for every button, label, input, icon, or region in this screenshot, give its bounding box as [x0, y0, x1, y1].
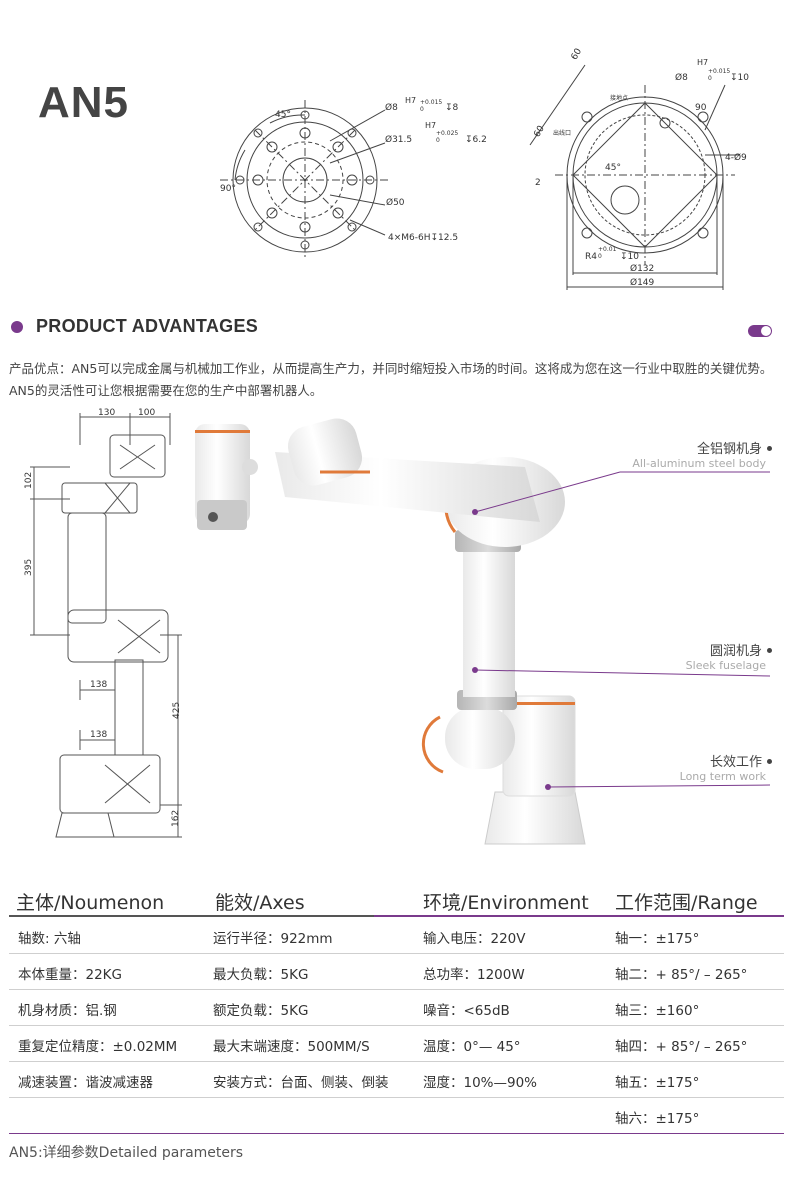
table-cell: 轴六：±175° [615, 1111, 700, 1127]
feature-2-leader [472, 667, 770, 677]
dim-138a-label: 138 [90, 680, 107, 690]
dim-425-label: 425 [172, 702, 182, 719]
dim-phi149-label: Ø149 [630, 277, 655, 288]
table-cell: 机身材质：铝.钢 [18, 1003, 117, 1019]
feature-3-zh: 长效工作 [709, 755, 762, 770]
table-cell: 湿度：10%—90% [423, 1075, 538, 1091]
header-range: 工作范围/Range [615, 892, 758, 914]
table-cell: 温度：0°— 45° [423, 1039, 521, 1055]
table-row-divider [9, 1061, 784, 1062]
table-cell: 安装方式：台面、侧装、倒装 [213, 1075, 389, 1091]
table-cell: 重复定位精度：±0.02MM [18, 1039, 178, 1055]
table-row-divider [9, 1097, 784, 1098]
dim-130-label: 130 [98, 408, 115, 418]
angle-45-label: 45° [275, 110, 291, 120]
toggle-switch[interactable] [748, 325, 772, 337]
table-cell: 轴三：±160° [615, 1003, 700, 1019]
tol-b-label: +0.025 [436, 130, 458, 137]
holes-label: 4-Ø9 [725, 152, 747, 163]
feature-2-zh: 圆润机身 [709, 644, 762, 659]
dim-90-label: 90 [695, 103, 707, 113]
section-bullet [11, 321, 23, 333]
tol-a0-label: 0 [420, 106, 424, 113]
feature-3-leader [545, 784, 770, 790]
dim-395-label: 395 [24, 559, 34, 576]
feature-3-dot [767, 759, 772, 764]
tol-r4-label: +0.01 [598, 246, 617, 253]
page-title: AN5 [38, 78, 130, 127]
tol-r40-label: 0 [598, 253, 602, 260]
r4-label: R4 [585, 252, 597, 262]
table-bottom-rule [9, 1133, 784, 1134]
table-cell: 额定负载：5KG [213, 1003, 309, 1019]
tol-a-label: +0.015 [420, 99, 442, 106]
dim-162-label: 162 [171, 810, 181, 827]
base-drawing: 60 H7 +0.015 0 Ø8 ↧10 接地点 90 45° 出线口 60 … [529, 47, 749, 290]
ground-label: 接地点 [610, 94, 628, 102]
table-cell: 运行半径：922mm [213, 931, 333, 947]
feature-1-leader [472, 471, 770, 515]
depth10b-label: ↧10 [620, 252, 639, 262]
h7-b-label: H7 [425, 121, 436, 130]
dim-phi132-label: Ø132 [630, 263, 654, 274]
feature-2-dot [767, 648, 772, 653]
h7-a-label: H7 [405, 96, 416, 105]
tol0-label: 0 [708, 75, 712, 82]
dim-45-label: 45° [605, 163, 621, 173]
table-cell: 减速装置：谐波减速器 [18, 1075, 153, 1091]
h7-label: H7 [697, 58, 708, 67]
depth10-label: ↧10 [730, 73, 749, 83]
angle-90-label: 90° [220, 184, 236, 194]
caption: AN5:详细参数Detailed parameters [9, 1145, 244, 1161]
feature-3-en: Long term work [679, 770, 766, 783]
dim-2-label: 2 [535, 178, 541, 188]
feature-1-zh: 全铝钢机身 [696, 442, 762, 457]
header-environment: 环境/Environment [423, 892, 589, 914]
tol-b0-label: 0 [436, 137, 440, 144]
tol-label: +0.015 [708, 68, 730, 75]
table-cell: 轴四：+ 85°/ – 265° [615, 1039, 748, 1055]
dim-102-label: 102 [24, 472, 34, 489]
dim-phi8-label: Ø8 [385, 102, 398, 113]
depth8-label: ↧8 [445, 103, 459, 113]
table-row-divider [9, 989, 784, 990]
table-cell: 噪音：<65dB [423, 1003, 510, 1019]
advantages-description: 产品优点：AN5可以完成金属与机械加工作业，从而提高生产力，并同时缩短投入市场的… [9, 361, 773, 398]
feature-1-dot [767, 446, 772, 451]
table-cell: 总功率：1200W [423, 967, 525, 983]
dim-100-label: 100 [138, 408, 155, 418]
depth6-label: ↧6.2 [465, 135, 487, 145]
outlet-label: 出线口 [553, 129, 571, 137]
table-cell: 本体重量：22KG [18, 967, 122, 983]
table-cell: 输入电压：220V [423, 931, 526, 947]
table-cell: 轴一：±175° [615, 931, 700, 947]
header-rule-dark [9, 915, 374, 917]
table-cell: 轴五：±175° [615, 1075, 700, 1091]
side-view-drawing: 130 100 102 395 138 425 138 162 [24, 408, 182, 838]
header-noumenon: 主体/Noumenon [16, 892, 165, 914]
advantages-heading: PRODUCT ADVANTAGES [36, 316, 259, 336]
table-cell: 最大末端速度：500MM/S [213, 1039, 370, 1055]
dim-60b-label: 60 [532, 124, 547, 139]
robot-arm-illustration [195, 418, 586, 845]
dim-phi50-label: Ø50 [386, 197, 405, 208]
dim-phi8-r-label: Ø8 [675, 72, 688, 83]
dim-60-label: 60 [570, 47, 585, 62]
dim-phi31-label: Ø31.5 [385, 134, 412, 145]
header-axes: 能效/Axes [215, 892, 305, 914]
feature-1-en: All-aluminum steel body [632, 457, 766, 470]
table-cell: 轴数: 六轴 [18, 931, 81, 947]
table-row-divider [9, 1025, 784, 1026]
dim-138b-label: 138 [90, 730, 107, 740]
flange-drawing: 45° 90° H7 +0.015 0 Ø8 ↧8 H7 +0.025 0 Ø3… [220, 96, 487, 260]
table-row-divider [9, 953, 784, 954]
header-rule-accent [374, 915, 784, 917]
thread-label: 4×M6-6H↧12.5 [388, 233, 458, 243]
feature-2-en: Sleek fuselage [685, 659, 766, 672]
table-cell: 轴二：+ 85°/ – 265° [615, 967, 748, 983]
table-cell: 最大负载：5KG [213, 967, 309, 983]
